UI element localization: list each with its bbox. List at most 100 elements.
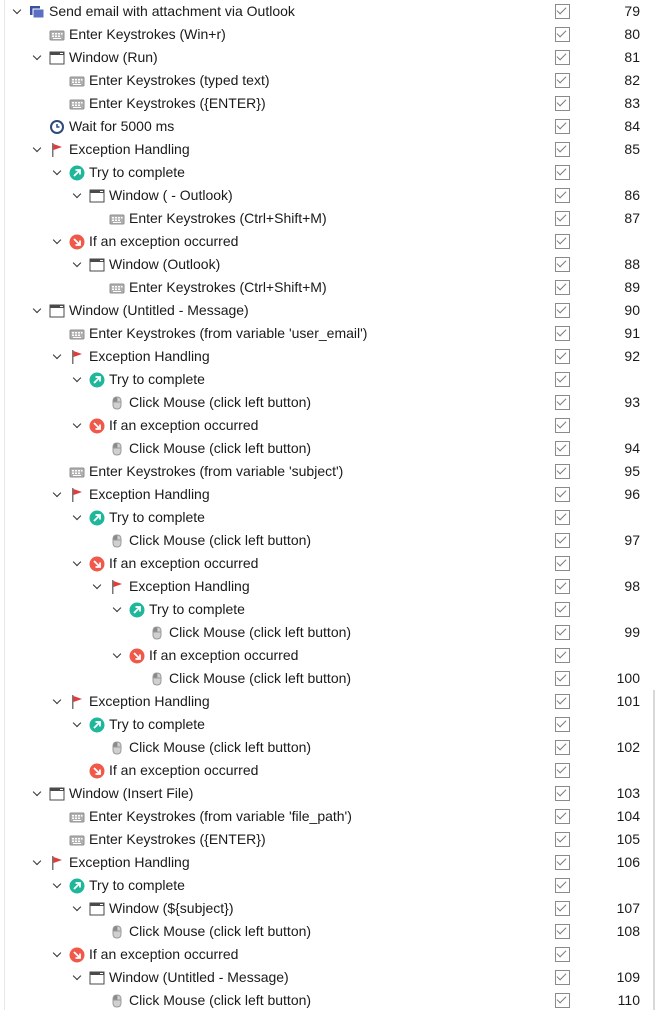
tree-row[interactable]: Try to complete (0, 874, 656, 897)
enabled-checkbox[interactable] (555, 947, 570, 962)
enabled-checkbox[interactable] (555, 280, 570, 295)
tree-row[interactable]: Window (Insert File)103 (0, 782, 656, 805)
chevron-down-icon[interactable] (71, 253, 85, 276)
tree-row[interactable]: Enter Keystrokes ({ENTER})83 (0, 92, 656, 115)
enabled-checkbox[interactable] (555, 303, 570, 318)
chevron-down-icon[interactable] (71, 552, 85, 575)
enabled-checkbox[interactable] (555, 556, 570, 571)
tree-row[interactable]: Click Mouse (click left button)110 (0, 989, 656, 1012)
enabled-checkbox[interactable] (555, 625, 570, 640)
chevron-down-icon[interactable] (71, 897, 85, 920)
tree-row[interactable]: Try to complete (0, 368, 656, 391)
enabled-checkbox[interactable] (555, 418, 570, 433)
chevron-down-icon[interactable] (51, 874, 65, 897)
scrollbar[interactable] (653, 690, 655, 1010)
enabled-checkbox[interactable] (555, 4, 570, 19)
tree-row[interactable]: If an exception occurred (0, 759, 656, 782)
chevron-down-icon[interactable] (71, 506, 85, 529)
chevron-down-icon[interactable] (71, 414, 85, 437)
enabled-checkbox[interactable] (555, 234, 570, 249)
enabled-checkbox[interactable] (555, 694, 570, 709)
enabled-checkbox[interactable] (555, 763, 570, 778)
enabled-checkbox[interactable] (555, 487, 570, 502)
tree-row[interactable]: Window ( - Outlook)86 (0, 184, 656, 207)
tree-row[interactable]: Click Mouse (click left button)108 (0, 920, 656, 943)
chevron-down-icon[interactable] (91, 575, 105, 598)
tree-row[interactable]: Window (Outlook)88 (0, 253, 656, 276)
tree-row[interactable]: Click Mouse (click left button)102 (0, 736, 656, 759)
enabled-checkbox[interactable] (555, 211, 570, 226)
tree-row[interactable]: Window (Run)81 (0, 46, 656, 69)
chevron-down-icon[interactable] (71, 966, 85, 989)
tree-row[interactable]: Window (${subject})107 (0, 897, 656, 920)
chevron-down-icon[interactable] (71, 184, 85, 207)
tree-row[interactable]: Enter Keystrokes (Ctrl+Shift+M)89 (0, 276, 656, 299)
tree-row[interactable]: Click Mouse (click left button)93 (0, 391, 656, 414)
tree-row[interactable]: Click Mouse (click left button)99 (0, 621, 656, 644)
chevron-down-icon[interactable] (11, 0, 25, 23)
enabled-checkbox[interactable] (555, 579, 570, 594)
tree-row[interactable]: Enter Keystrokes (Ctrl+Shift+M)87 (0, 207, 656, 230)
tree-row[interactable]: Try to complete (0, 598, 656, 621)
enabled-checkbox[interactable] (555, 165, 570, 180)
enabled-checkbox[interactable] (555, 809, 570, 824)
tree-row[interactable]: Click Mouse (click left button)94 (0, 437, 656, 460)
enabled-checkbox[interactable] (555, 326, 570, 341)
enabled-checkbox[interactable] (555, 372, 570, 387)
enabled-checkbox[interactable] (555, 257, 570, 272)
tree-row[interactable]: Enter Keystrokes (typed text)82 (0, 69, 656, 92)
tree-row[interactable]: If an exception occurred (0, 644, 656, 667)
chevron-down-icon[interactable] (71, 368, 85, 391)
enabled-checkbox[interactable] (555, 993, 570, 1008)
tree-row[interactable]: Click Mouse (click left button)97 (0, 529, 656, 552)
tree-row[interactable]: Click Mouse (click left button)100 (0, 667, 656, 690)
chevron-down-icon[interactable] (111, 598, 125, 621)
tree-row[interactable]: Enter Keystrokes (from variable 'user_em… (0, 322, 656, 345)
enabled-checkbox[interactable] (555, 73, 570, 88)
enabled-checkbox[interactable] (555, 671, 570, 686)
tree-row[interactable]: Enter Keystrokes (from variable 'file_pa… (0, 805, 656, 828)
tree-row[interactable]: Enter Keystrokes (Win+r)80 (0, 23, 656, 46)
tree-row[interactable]: Try to complete (0, 506, 656, 529)
chevron-down-icon[interactable] (51, 943, 65, 966)
enabled-checkbox[interactable] (555, 510, 570, 525)
enabled-checkbox[interactable] (555, 648, 570, 663)
chevron-down-icon[interactable] (51, 161, 65, 184)
tree-row[interactable]: If an exception occurred (0, 552, 656, 575)
tree-row[interactable]: Enter Keystrokes ({ENTER})105 (0, 828, 656, 851)
chevron-down-icon[interactable] (31, 851, 45, 874)
tree-row[interactable]: Window (Untitled - Message)90 (0, 299, 656, 322)
enabled-checkbox[interactable] (555, 901, 570, 916)
chevron-down-icon[interactable] (31, 782, 45, 805)
chevron-down-icon[interactable] (31, 46, 45, 69)
tree-row[interactable]: If an exception occurred (0, 943, 656, 966)
enabled-checkbox[interactable] (555, 119, 570, 134)
chevron-down-icon[interactable] (111, 644, 125, 667)
chevron-down-icon[interactable] (51, 345, 65, 368)
enabled-checkbox[interactable] (555, 855, 570, 870)
chevron-down-icon[interactable] (31, 299, 45, 322)
enabled-checkbox[interactable] (555, 27, 570, 42)
chevron-down-icon[interactable] (51, 483, 65, 506)
enabled-checkbox[interactable] (555, 533, 570, 548)
enabled-checkbox[interactable] (555, 96, 570, 111)
tree-row[interactable]: If an exception occurred (0, 230, 656, 253)
tree-row[interactable]: Try to complete (0, 161, 656, 184)
tree-row[interactable]: Window (Untitled - Message)109 (0, 966, 656, 989)
chevron-down-icon[interactable] (51, 690, 65, 713)
tree-row[interactable]: Enter Keystrokes (from variable 'subject… (0, 460, 656, 483)
enabled-checkbox[interactable] (555, 740, 570, 755)
enabled-checkbox[interactable] (555, 349, 570, 364)
enabled-checkbox[interactable] (555, 924, 570, 939)
enabled-checkbox[interactable] (555, 786, 570, 801)
enabled-checkbox[interactable] (555, 832, 570, 847)
tree-row[interactable]: If an exception occurred (0, 414, 656, 437)
